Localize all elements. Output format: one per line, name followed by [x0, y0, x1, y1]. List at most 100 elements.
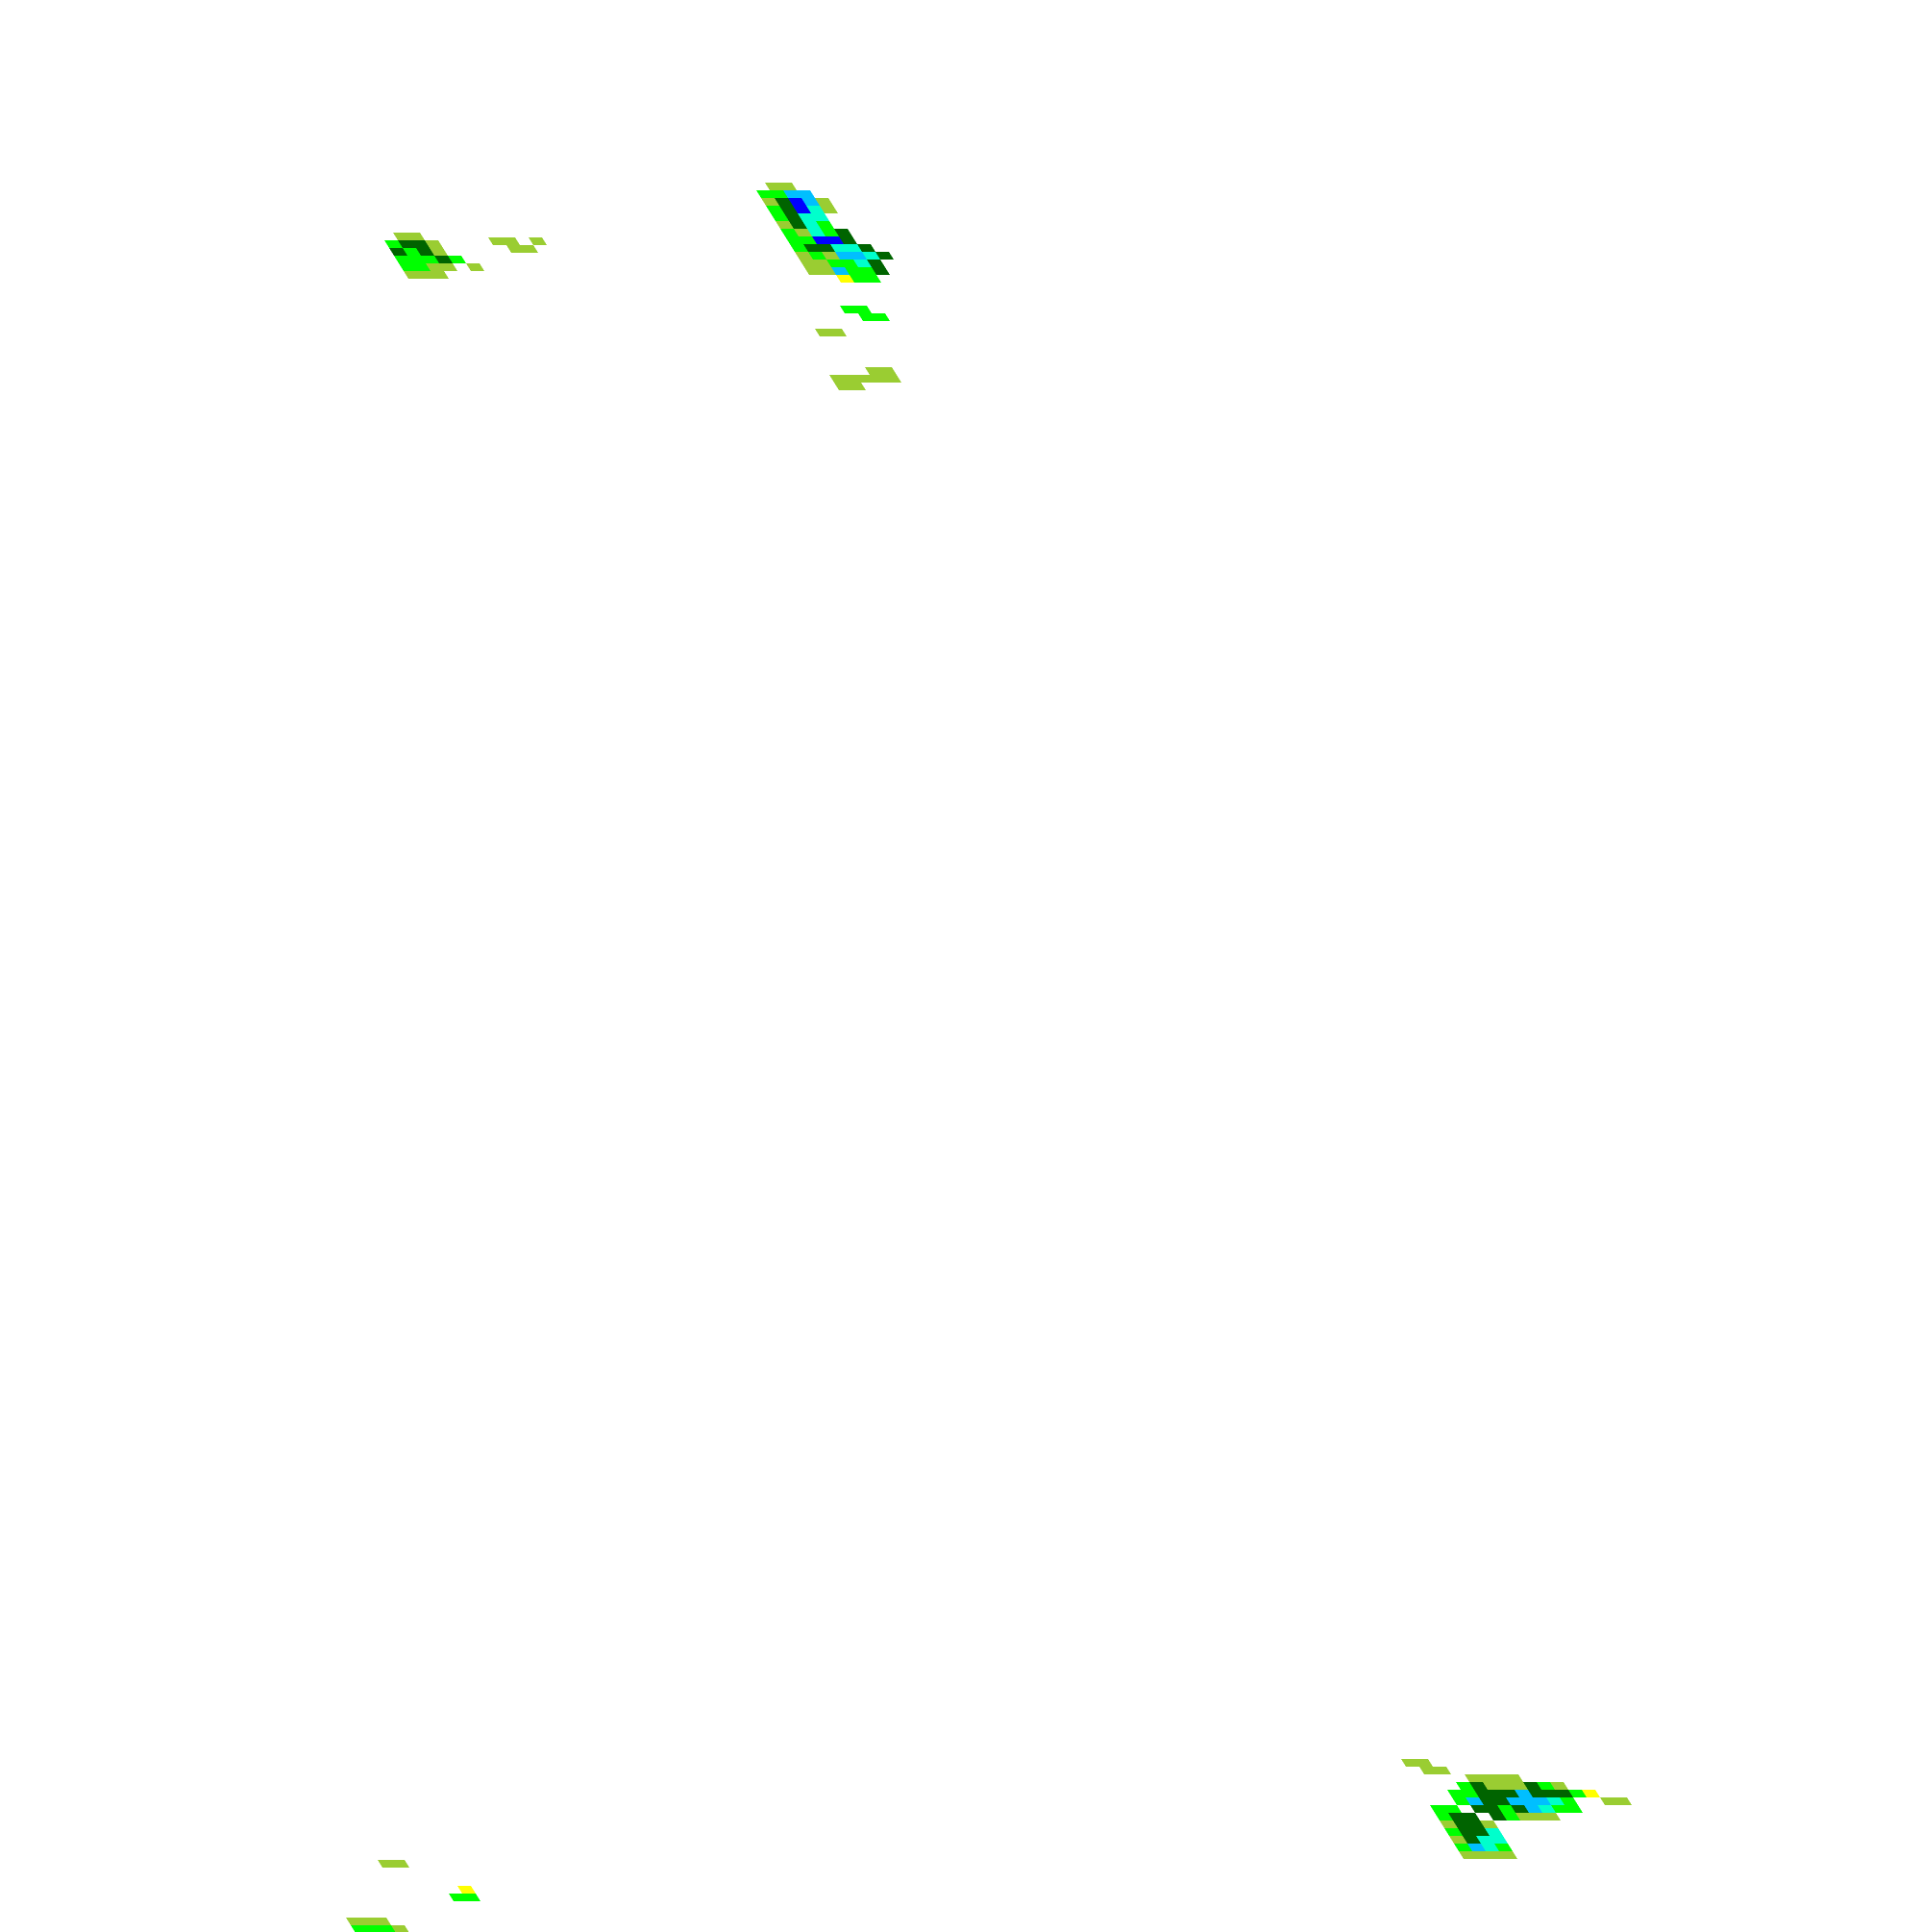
echo-cell [848, 383, 866, 390]
echo-cell [378, 1860, 396, 1868]
echo-cell [802, 221, 821, 229]
echo-cell [1523, 1782, 1541, 1790]
echo-cell [417, 271, 435, 279]
echo-cell [1499, 1851, 1517, 1859]
echo-cell [1565, 1805, 1583, 1813]
echo-cell [818, 267, 836, 275]
echo-cell [1474, 1790, 1492, 1797]
fleck-southwest-1 [378, 1860, 409, 1868]
echo-cell [393, 233, 411, 240]
echo-cell [815, 329, 833, 336]
echo-cell [853, 306, 872, 313]
echo-cell [872, 313, 890, 321]
echo-cell [1550, 1782, 1568, 1790]
echo-cell [529, 237, 547, 245]
echo-cell [761, 198, 779, 206]
echo-cell [1419, 1767, 1438, 1774]
echo-cell [1444, 1828, 1463, 1836]
echo-cell [828, 329, 847, 336]
echo-cell [840, 260, 858, 267]
echo-cell [403, 248, 421, 256]
echo-cell [804, 267, 823, 275]
echo-cell [812, 236, 830, 244]
echo-cell [799, 236, 817, 244]
echo-cell [783, 190, 801, 198]
echo-cell [857, 244, 875, 252]
echo-cell [1476, 1836, 1494, 1844]
echo-cell [1433, 1767, 1451, 1774]
fleck-north-central-1 [840, 306, 890, 321]
echo-cell [1401, 1759, 1419, 1767]
echo-cell [346, 1918, 364, 1925]
echo-cell [407, 256, 426, 263]
echo-cell [391, 1860, 409, 1868]
cluster-northwest-small [384, 233, 484, 279]
echo-cell [1472, 1851, 1491, 1859]
echo-cell [1453, 1821, 1471, 1828]
echo-cell [806, 206, 825, 213]
echo-cell [488, 237, 506, 245]
echo-cell [795, 252, 813, 260]
echo-cell [834, 229, 852, 236]
echo-cell [1510, 1782, 1528, 1790]
echo-cell [853, 260, 872, 267]
fleck-southwest-3 [346, 1918, 409, 1932]
echo-cell [1485, 1828, 1503, 1836]
echo-cell [412, 263, 431, 271]
echo-cell [776, 221, 794, 229]
echo-cell [359, 1918, 378, 1925]
echo-cell [770, 190, 788, 198]
echo-cell [793, 206, 811, 213]
echo-cell [448, 256, 466, 263]
echo-cell [394, 256, 412, 263]
echo-cell [808, 252, 826, 260]
echo-cell [771, 213, 789, 221]
echo-cell [858, 313, 876, 321]
echo-cell [1560, 1797, 1578, 1805]
echo-cell [1465, 1774, 1483, 1782]
echo-cell [785, 236, 803, 244]
echo-cell [1519, 1797, 1538, 1805]
cluster-north-central-band [756, 183, 894, 283]
echo-cell [1542, 1813, 1561, 1821]
echo-cell [411, 240, 430, 248]
echo-cell [830, 244, 849, 252]
echo-cell [1528, 1790, 1546, 1797]
echo-cell [1447, 1790, 1466, 1797]
echo-cell [1458, 1828, 1476, 1836]
echo-cell [1541, 1790, 1560, 1797]
fleck-southwest-2 [449, 1886, 480, 1901]
echo-cell [1515, 1813, 1534, 1821]
echo-cell [816, 221, 834, 229]
echo-cell [821, 229, 839, 236]
echo-cell [404, 271, 422, 279]
echo-cell [1463, 1836, 1481, 1844]
echo-cell [863, 275, 881, 283]
echo-cell [1614, 1797, 1632, 1805]
echo-cell [1511, 1805, 1529, 1813]
echo-cell [1488, 1790, 1506, 1797]
echo-cell [756, 190, 775, 198]
echo-cell [1449, 1836, 1467, 1844]
echo-cell [1551, 1805, 1569, 1813]
echo-cell [1555, 1790, 1573, 1797]
echo-cell [466, 263, 484, 271]
echo-cell [1533, 1797, 1551, 1805]
echo-cell [1494, 1844, 1513, 1851]
echo-cell [506, 245, 525, 253]
fleck-north-central-3 [829, 367, 901, 390]
echo-cell [431, 271, 449, 279]
echo-cell [870, 375, 888, 383]
echo-cell [807, 229, 825, 236]
echo-cell [1466, 1797, 1484, 1805]
echo-cell [835, 252, 853, 260]
echo-cell [416, 248, 434, 256]
echo-cell [858, 267, 876, 275]
echo-cell [1435, 1813, 1453, 1821]
echo-cell [1484, 1805, 1502, 1813]
echo-cell [878, 367, 897, 375]
echo-cell [398, 240, 416, 248]
echo-cell [391, 1925, 409, 1932]
